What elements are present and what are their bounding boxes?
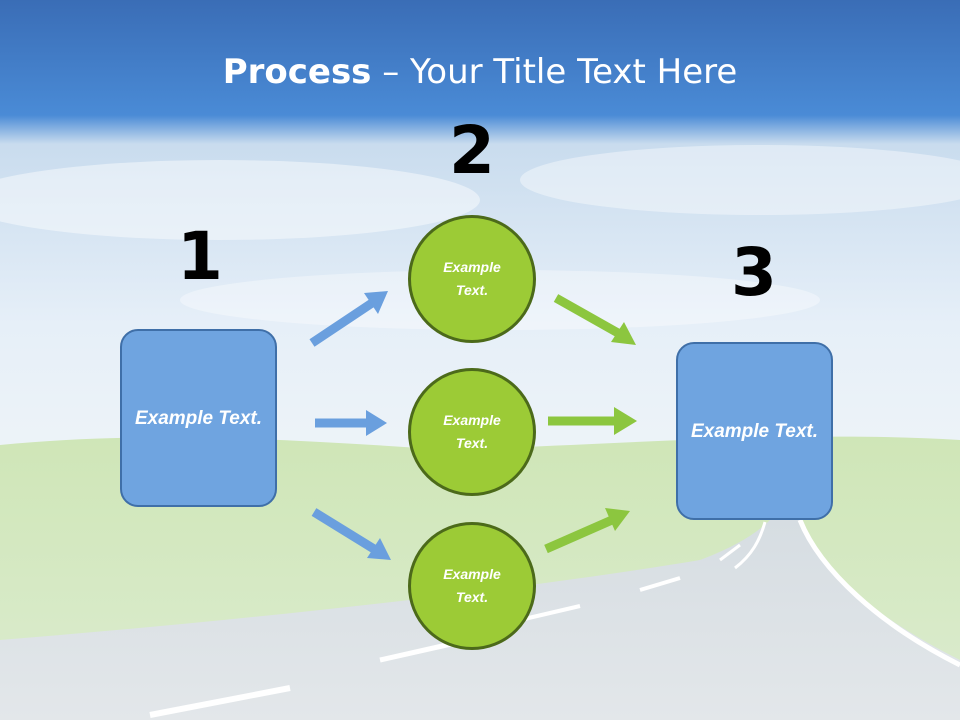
title-rest: – Your Title Text Here [371,52,738,92]
green-arrow-up [544,508,630,554]
step-3-text: Example Text. [690,420,819,442]
step-2-circle-middle: Example Text. [408,368,536,496]
slide-title: Process – Your Title Text Here [0,52,960,92]
circle-bottom-text: Example Text. [443,566,501,605]
step-3-number: 3 [731,234,777,311]
blue-arrow-down [311,508,391,560]
circle-middle-text: Example Text. [443,412,501,451]
green-arrow-right [548,407,637,435]
step-2-circle-top: Example Text. [408,215,536,343]
step-3-box: Example Text. [676,342,833,520]
blue-arrow-right [315,410,387,436]
step-1-box: Example Text. [120,329,277,507]
circle-top-text: Example Text. [443,259,501,298]
blue-arrow-up [309,291,388,347]
green-arrow-down [553,294,636,345]
step-1-text: Example Text. [134,407,263,429]
step-2-number: 2 [449,112,495,189]
step-1-number: 1 [177,218,223,295]
title-bold: Process [222,52,372,92]
step-2-circle-bottom: Example Text. [408,522,536,650]
